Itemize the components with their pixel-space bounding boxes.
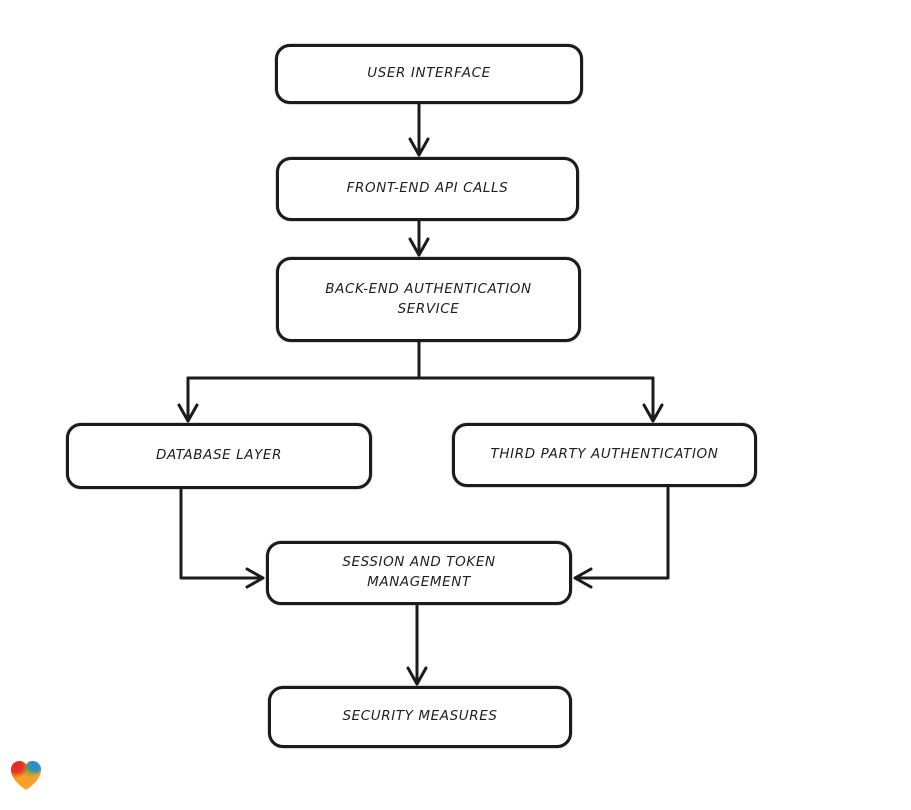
node-label: DATABASE LAYER — [155, 447, 283, 464]
gradient-heart-icon — [11, 761, 41, 790]
edge-branch-to-third-party — [642, 376, 664, 423]
node-label: USER INTERFACE — [367, 65, 491, 82]
edge-user-interface-to-front-end — [408, 102, 430, 157]
edge-front-end-to-back-end — [408, 219, 430, 257]
node-label: BACK-END AUTHENTICATION SERVICE — [325, 280, 532, 317]
edge-back-end-branch-trunk — [186, 340, 655, 380]
edge-session-to-security — [406, 604, 428, 686]
node-security-measures: SECURITY MEASURES — [268, 686, 572, 748]
edge-third-party-to-session — [573, 486, 670, 589]
node-back-end-authentication-service: BACK-END AUTHENTICATION SERVICE — [276, 257, 581, 342]
node-label: SECURITY MEASURES — [342, 708, 498, 725]
node-label: FRONT-END API CALLS — [346, 180, 509, 197]
node-database-layer: DATABASE LAYER — [66, 423, 372, 489]
node-user-interface: USER INTERFACE — [275, 44, 583, 104]
node-label: SESSION AND TOKEN MANAGEMENT — [342, 554, 496, 590]
node-session-and-token-management: SESSION AND TOKEN MANAGEMENT — [266, 541, 572, 605]
edge-branch-to-database-layer — [177, 376, 199, 423]
node-third-party-authentication: THIRD PARTY AUTHENTICATION — [452, 423, 757, 487]
gradient-heart-logo — [8, 759, 44, 793]
edge-database-to-session — [179, 488, 265, 589]
node-label: THIRD PARTY AUTHENTICATION — [490, 446, 719, 463]
node-front-end-api-calls: FRONT-END API CALLS — [276, 157, 579, 221]
